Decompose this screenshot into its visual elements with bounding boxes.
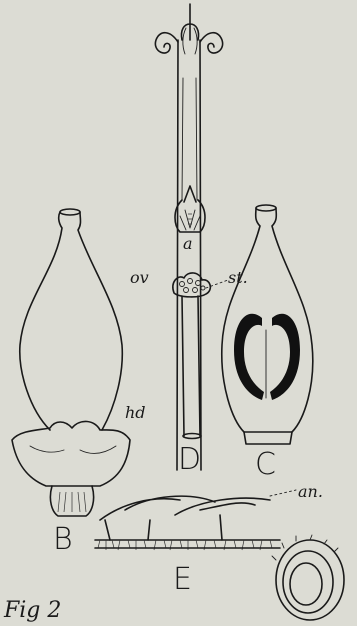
label-st: st. xyxy=(228,270,248,286)
label-B: B xyxy=(53,525,73,555)
label-E: E xyxy=(173,565,192,595)
figure-c-ovary-section xyxy=(222,205,313,444)
label-a: a xyxy=(183,236,193,252)
figure-caption: Fig 2 xyxy=(4,600,61,622)
figure-b-ovary xyxy=(12,209,130,516)
label-D: D xyxy=(178,445,201,475)
label-C: C xyxy=(255,450,276,480)
label-hd: hd xyxy=(125,405,146,421)
label-ov: ov xyxy=(130,270,149,286)
figure-e-anthers xyxy=(95,496,280,550)
an-leader xyxy=(270,490,296,496)
label-an: an. xyxy=(298,484,323,500)
spiral-coil xyxy=(272,535,344,620)
